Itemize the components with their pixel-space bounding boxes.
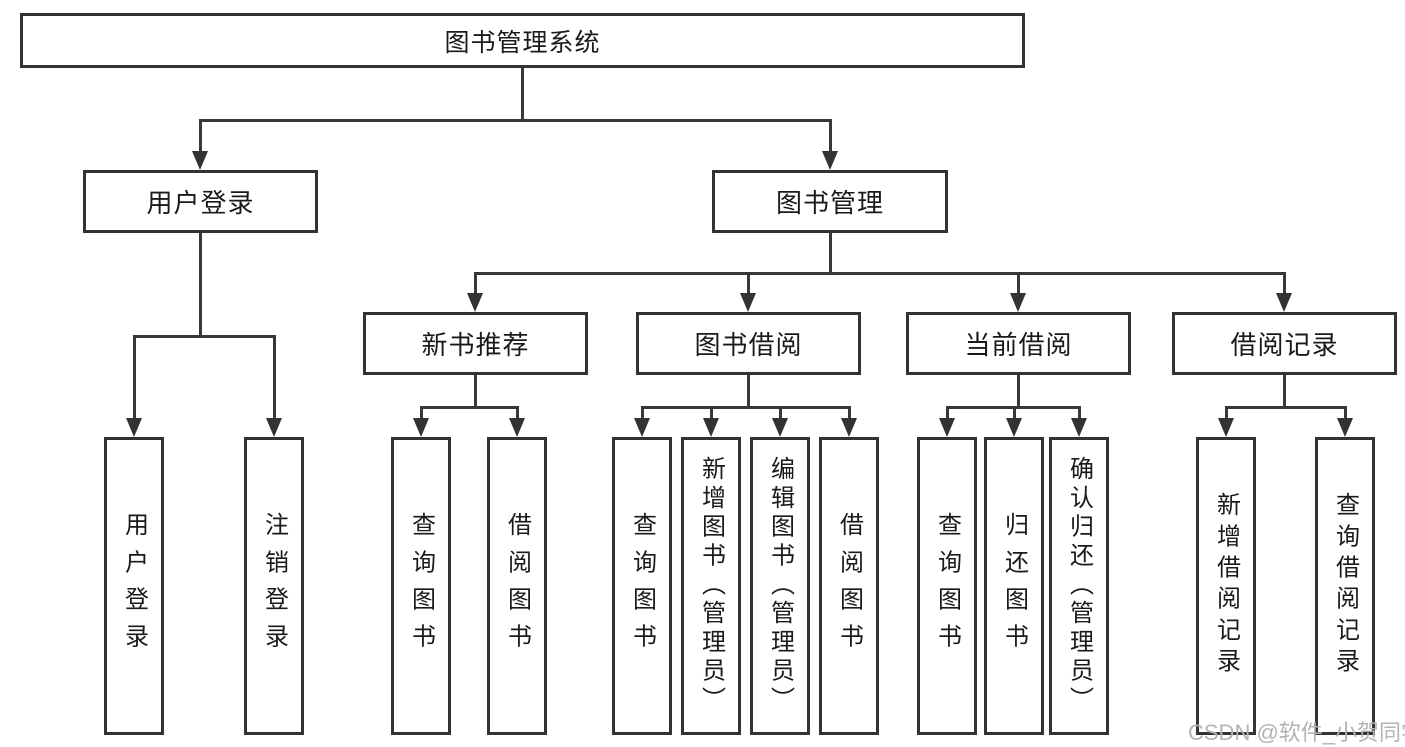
leaf-borrow-books-borrowing-label: 借阅图书 bbox=[835, 511, 863, 661]
connector-drop-leaf-2 bbox=[273, 335, 276, 419]
arrow-into-current bbox=[1010, 293, 1026, 312]
arrow-into-leaf-11 bbox=[1071, 418, 1087, 437]
leaf-logout: 注销登录 bbox=[244, 437, 304, 735]
connector-bar-root bbox=[199, 119, 831, 122]
node-book-borrowing: 图书借阅 bbox=[636, 312, 861, 375]
arrow-into-records bbox=[1276, 293, 1292, 312]
connector-drop-leaf-1 bbox=[133, 335, 136, 419]
connector-stem-user-login-in bbox=[199, 119, 202, 152]
connector-drop-leaf-11 bbox=[1078, 406, 1081, 419]
leaf-confirm-return-admin-label: 确认归还（管理员） bbox=[1065, 456, 1093, 716]
connector-drop-leaf-4 bbox=[516, 406, 519, 419]
connector-stem-user-login-out bbox=[199, 233, 202, 336]
csdn-watermark: CSDN @软件_小贺同学 bbox=[1188, 720, 1405, 745]
arrow-into-leaf-10 bbox=[1006, 418, 1022, 437]
node-root-label: 图书管理系统 bbox=[444, 28, 601, 57]
arrow-into-leaf-4 bbox=[509, 418, 525, 437]
leaf-query-borrow-record-label: 查询借阅记录 bbox=[1331, 492, 1359, 680]
leaf-add-borrow-record-label: 新增借阅记录 bbox=[1212, 492, 1240, 680]
arrow-into-leaf-6 bbox=[703, 418, 719, 437]
connector-stem-book-mgmt-out bbox=[829, 233, 832, 273]
leaf-return-book: 归还图书 bbox=[984, 437, 1044, 735]
leaf-query-borrow-record: 查询借阅记录 bbox=[1315, 437, 1375, 735]
leaf-edit-book-admin: 编辑图书（管理员） bbox=[750, 437, 810, 735]
node-borrow-records-label: 借阅记录 bbox=[1230, 330, 1339, 360]
connector-drop-leaf-13 bbox=[1344, 406, 1347, 419]
arrow-into-user-login bbox=[192, 151, 208, 170]
connector-stem-newbook-in bbox=[474, 272, 477, 294]
connector-drop-leaf-7 bbox=[779, 406, 782, 419]
leaf-edit-book-admin-label: 编辑图书（管理员） bbox=[766, 456, 794, 716]
arrow-into-leaf-7 bbox=[772, 418, 788, 437]
leaf-borrow-books-newbook-label: 借阅图书 bbox=[503, 511, 531, 661]
node-current-borrowing-label: 当前借阅 bbox=[964, 330, 1073, 360]
connector-bar-borrowing bbox=[641, 406, 851, 409]
connector-drop-leaf-8 bbox=[848, 406, 851, 419]
leaf-query-books-newbook-label: 查询图书 bbox=[407, 511, 435, 661]
leaf-add-book-admin: 新增图书（管理员） bbox=[681, 437, 741, 735]
connector-stem-newbook-out bbox=[474, 375, 477, 407]
connector-drop-leaf-3 bbox=[420, 406, 423, 419]
leaf-user-login-label: 用户登录 bbox=[120, 511, 148, 661]
node-book-borrowing-label: 图书借阅 bbox=[694, 330, 803, 360]
leaf-query-books-current-label: 查询图书 bbox=[933, 511, 961, 661]
connector-stem-borrowing-in bbox=[747, 272, 750, 294]
leaf-confirm-return-admin: 确认归还（管理员） bbox=[1049, 437, 1109, 735]
arrow-into-leaf-13 bbox=[1337, 418, 1353, 437]
connector-drop-leaf-9 bbox=[946, 406, 949, 419]
leaf-query-books-newbook: 查询图书 bbox=[391, 437, 451, 735]
connector-drop-leaf-10 bbox=[1013, 406, 1016, 419]
arrow-into-leaf-2 bbox=[266, 418, 282, 437]
leaf-logout-label: 注销登录 bbox=[260, 511, 288, 661]
arrow-into-borrowing bbox=[740, 293, 756, 312]
connector-stem-current-out bbox=[1017, 375, 1020, 407]
leaf-borrow-books-newbook: 借阅图书 bbox=[487, 437, 547, 735]
node-book-management: 图书管理 bbox=[712, 170, 948, 233]
connector-bar-newbook bbox=[420, 406, 519, 409]
arrow-into-leaf-3 bbox=[413, 418, 429, 437]
node-user-login-label: 用户登录 bbox=[146, 188, 255, 218]
node-root-system: 图书管理系统 bbox=[20, 13, 1025, 68]
connector-stem-book-mgmt-in bbox=[829, 119, 832, 152]
leaf-query-books-borrowing: 查询图书 bbox=[612, 437, 672, 735]
leaf-return-book-label: 归还图书 bbox=[1000, 511, 1028, 661]
arrow-into-book-mgmt bbox=[822, 151, 838, 170]
node-user-login: 用户登录 bbox=[83, 170, 318, 233]
connector-stem-current-in bbox=[1017, 272, 1020, 294]
leaf-user-login: 用户登录 bbox=[104, 437, 164, 735]
leaf-query-books-current: 查询图书 bbox=[917, 437, 977, 735]
leaf-add-book-admin-label: 新增图书（管理员） bbox=[697, 456, 725, 716]
connector-bar-userlogin bbox=[133, 335, 276, 338]
leaf-add-borrow-record: 新增借阅记录 bbox=[1196, 437, 1256, 735]
connector-drop-leaf-12 bbox=[1225, 406, 1228, 419]
leaf-query-books-borrowing-label: 查询图书 bbox=[628, 511, 656, 661]
connector-root-stem bbox=[521, 68, 524, 120]
arrow-into-leaf-1 bbox=[126, 418, 142, 437]
connector-drop-leaf-5 bbox=[641, 406, 644, 419]
node-book-management-label: 图书管理 bbox=[775, 188, 884, 218]
arrow-into-leaf-8 bbox=[841, 418, 857, 437]
arrow-into-leaf-5 bbox=[634, 418, 650, 437]
connector-drop-leaf-6 bbox=[710, 406, 713, 419]
arrow-into-leaf-9 bbox=[939, 418, 955, 437]
arrow-into-newbook bbox=[467, 293, 483, 312]
node-borrow-records: 借阅记录 bbox=[1172, 312, 1397, 375]
connector-stem-records-in bbox=[1283, 272, 1286, 294]
arrow-into-leaf-12 bbox=[1218, 418, 1234, 437]
node-new-book-recommendation-label: 新书推荐 bbox=[421, 330, 530, 360]
connector-bar-bookmgmt bbox=[474, 272, 1286, 275]
node-current-borrowing: 当前借阅 bbox=[906, 312, 1131, 375]
node-new-book-recommendation: 新书推荐 bbox=[363, 312, 588, 375]
connector-stem-borrowing-out bbox=[747, 375, 750, 407]
connector-stem-records-out bbox=[1283, 375, 1286, 407]
connector-bar-records bbox=[1225, 406, 1347, 409]
leaf-borrow-books-borrowing: 借阅图书 bbox=[819, 437, 879, 735]
